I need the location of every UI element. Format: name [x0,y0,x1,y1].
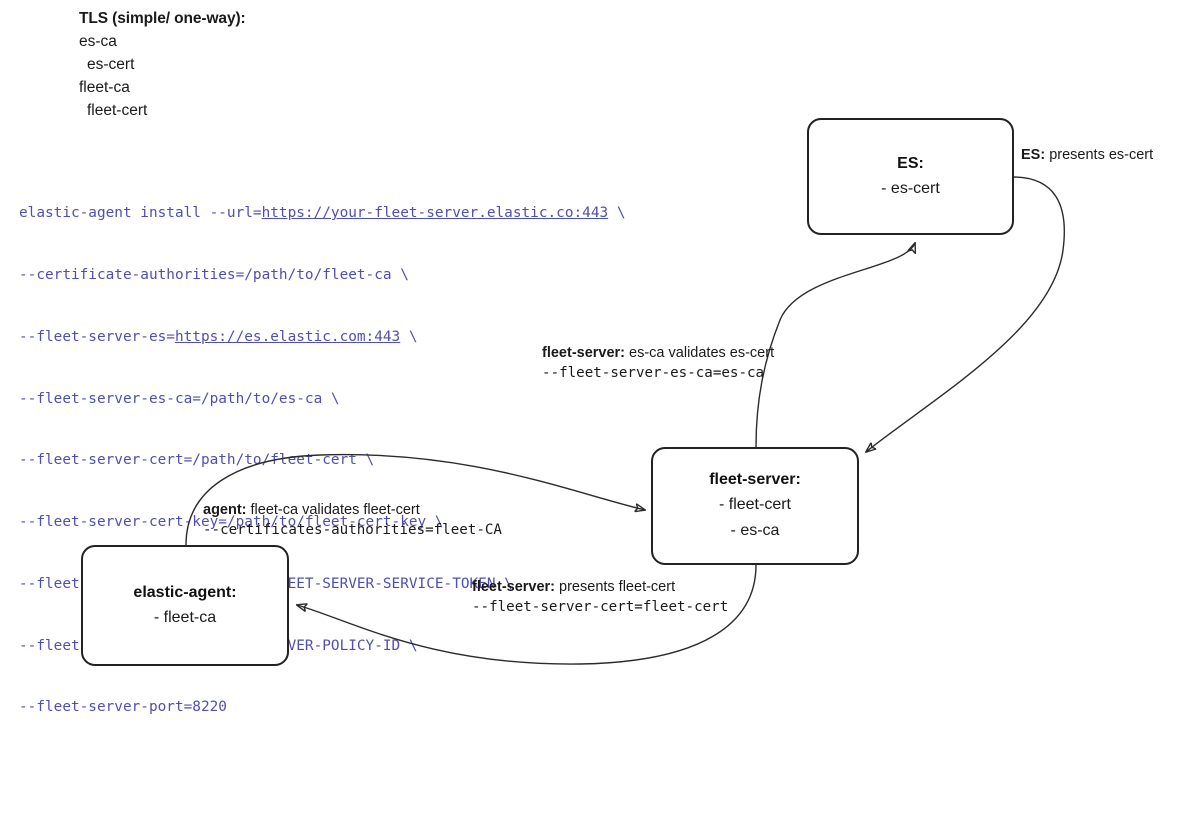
edge-label-fleet-server-presents: fleet-server: presents fleet-cert --flee… [472,577,728,618]
node-fleet-server-line-2: - es-ca [730,522,780,539]
code-line-9: --fleet-server-port=8220 [19,697,625,718]
edge-label-fs-validates-actor: fleet-server: [542,345,626,361]
edge-label-fleet-server-validates: fleet-server: es-ca validates es-cert --… [542,343,774,384]
edge-label-es-presents-text: presents es-cert [1045,147,1154,163]
code-line-3: --fleet-server-es=https://es.elastic.com… [19,327,625,348]
edge-label-fs-validates-flag: --fleet-server-es-ca=es-ca [542,365,765,381]
edge-label-fs-validates-line-1: fleet-server: es-ca validates es-cert [542,343,774,363]
edge-label-es-presents: ES: presents es-cert [1021,145,1153,165]
edge-label-agent-validates-text: fleet-ca validates fleet-cert [246,502,420,518]
edge-fleet-server-to-es [755,243,915,448]
code-line-1-pre: elastic-agent install --url= [19,205,262,222]
code-line-9-pre: --fleet-server-port=8220 [19,699,227,716]
code-line-5: --fleet-server-cert=/path/to/fleet-cert … [19,450,625,471]
code-line-4: --fleet-server-es-ca=/path/to/es-ca \ [19,389,625,410]
legend-item-es-ca: es-ca [79,33,117,50]
node-fleet-server[interactable]: fleet-server: - fleet-cert - es-ca [651,447,859,565]
edge-label-es-presents-actor: ES: [1021,147,1046,163]
code-line-3-url[interactable]: https://es.elastic.com:443 [174,328,401,345]
legend-item-fleet-ca: fleet-ca [79,79,130,96]
legend-title: TLS (simple/ one-way): [79,10,246,27]
node-elastic-agent[interactable]: elastic-agent: - fleet-ca [81,545,289,666]
code-line-2-pre: --certificate-authorities=/path/to/fleet… [19,266,409,283]
code-line-3-post: \ [400,328,418,345]
code-line-1-url[interactable]: https://your-fleet-server.elastic.co:443 [261,205,609,222]
install-command-block: elastic-agent install --url=https://your… [19,162,625,759]
code-line-1-post: \ [608,205,626,222]
code-line-4-pre: --fleet-server-es-ca=/path/to/es-ca \ [19,390,340,407]
tls-legend: TLS (simple/ one-way): es-ca es-cert fle… [79,7,246,122]
node-elastic-agent-line-1: - fleet-ca [153,608,217,626]
legend-item-fleet-cert: fleet-cert [87,102,148,119]
edge-label-agent-validates: agent: fleet-ca validates fleet-cert --c… [203,500,502,541]
edge-label-fs-presents-actor: fleet-server: [472,579,556,595]
code-line-1: elastic-agent install --url=https://your… [19,203,625,224]
node-es-title: ES: [897,154,924,172]
node-fleet-server-line-1: - fleet-cert [718,496,791,513]
edge-label-fs-presents-line-1: fleet-server: presents fleet-cert [472,577,728,597]
legend-item-es-cert: es-cert [87,56,135,73]
code-line-5-pre: --fleet-server-cert=/path/to/fleet-cert … [19,452,375,469]
node-fleet-server-title: fleet-server: [709,471,801,488]
node-elastic-agent-title: elastic-agent: [133,583,237,601]
edge-label-agent-validates-actor: agent: [203,502,247,518]
code-line-3-pre: --fleet-server-es= [19,328,175,345]
edge-label-es-presents-line-1: ES: presents es-cert [1021,145,1153,165]
edge-label-agent-validates-line-1: agent: fleet-ca validates fleet-cert [203,500,502,520]
node-es-line-1: - es-cert [881,179,940,197]
edge-label-fs-presents-text: presents fleet-cert [555,579,676,595]
edge-label-fs-validates-text: es-ca validates es-cert [625,345,775,361]
edge-label-fs-presents-flag: --fleet-server-cert=fleet-cert [472,599,729,615]
code-line-2: --certificate-authorities=/path/to/fleet… [19,265,625,286]
edge-label-agent-validates-flag: --certificates-authorities=fleet-CA [203,522,502,538]
node-es[interactable]: ES: - es-cert [807,118,1014,235]
